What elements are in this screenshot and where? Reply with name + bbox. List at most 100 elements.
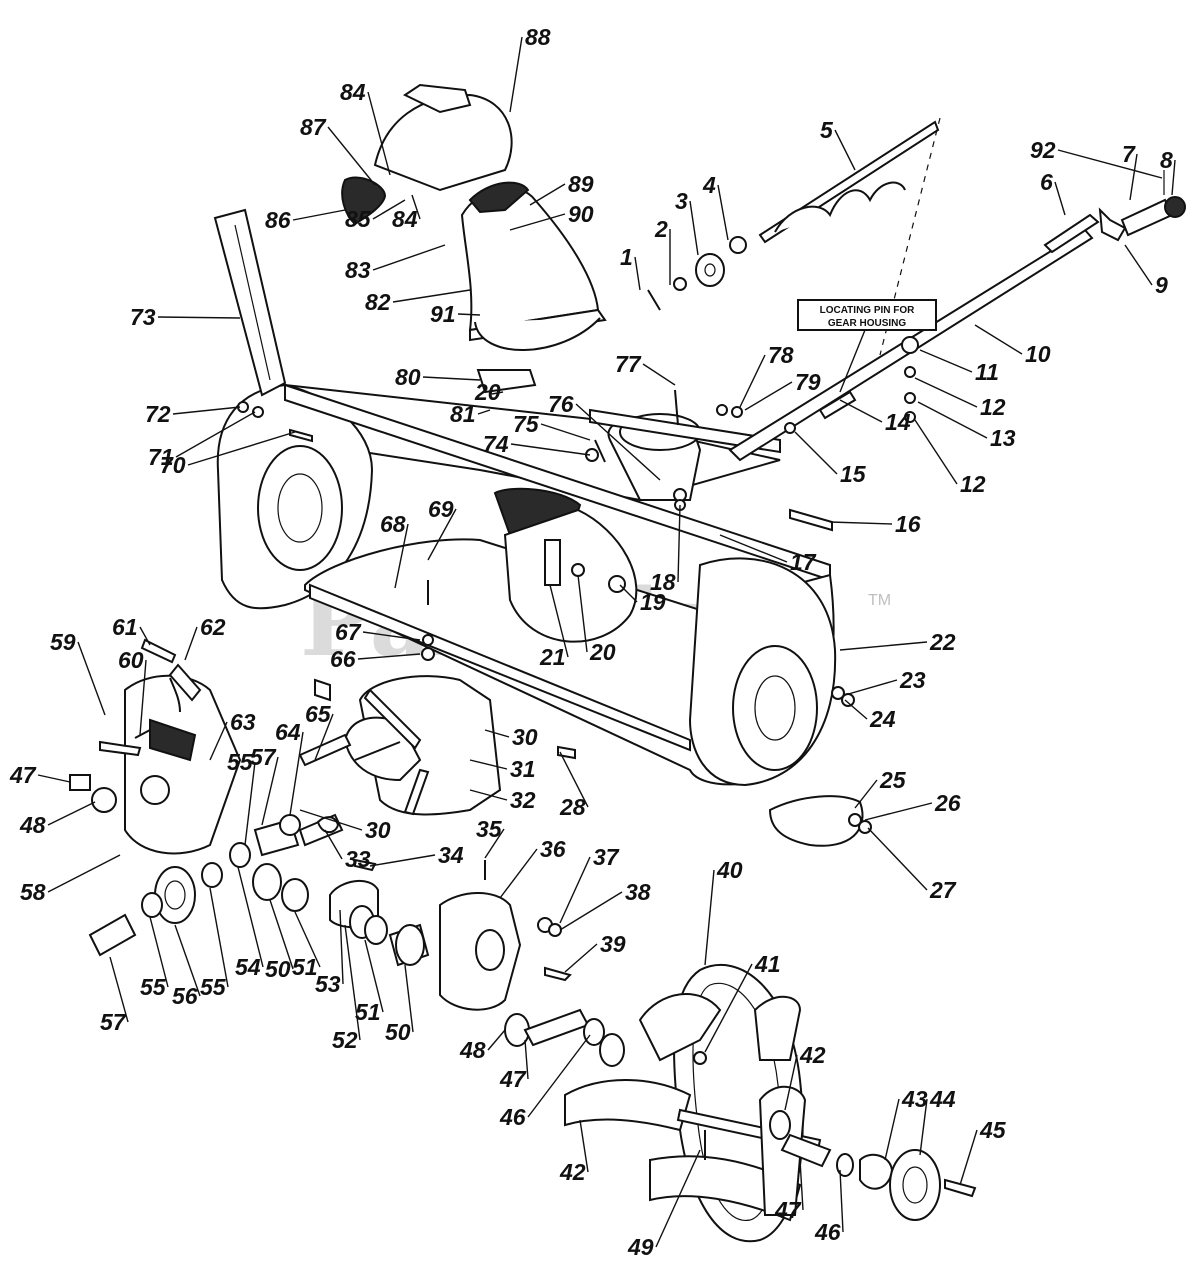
- callout-64: 64: [275, 719, 301, 745]
- leader-c55a: [244, 761, 256, 846]
- callout-63: 63: [230, 709, 256, 735]
- callout-90: 90: [568, 201, 594, 227]
- leader-c51b: [364, 939, 384, 1013]
- callout-25: 25: [879, 767, 907, 793]
- auger-ring: [564, 964, 977, 1243]
- note-box-line1: LOCATING PIN FOR: [820, 305, 916, 316]
- callout-47: 47: [774, 1197, 802, 1223]
- leader-c41: [704, 963, 753, 1053]
- callout-89: 89: [568, 171, 594, 197]
- callout-45: 45: [979, 1117, 1007, 1143]
- leader-c13: [917, 401, 988, 439]
- leader-c80: [422, 376, 481, 381]
- leader-c12a: [914, 377, 978, 408]
- impeller: [298, 675, 502, 834]
- leader-c59: [77, 641, 106, 716]
- callout-91: 91: [430, 301, 456, 327]
- callout-50: 50: [265, 956, 291, 982]
- callout-55: 55: [140, 974, 167, 1000]
- note-box: LOCATING PIN FOR GEAR HOUSING: [797, 299, 937, 393]
- leader-c19: [619, 584, 638, 603]
- leader-c14: [839, 399, 883, 423]
- leader-c4: [717, 184, 729, 241]
- auger-housing: [216, 383, 837, 787]
- leader-c5: [834, 129, 856, 171]
- leader-c9: [1124, 244, 1153, 286]
- callout-50: 50: [385, 1019, 411, 1045]
- leader-c30b: [299, 809, 363, 831]
- callout-85: 85: [345, 206, 372, 232]
- leader-c50a: [269, 899, 294, 970]
- leader-c55b: [149, 916, 169, 988]
- callout-51: 51: [292, 954, 318, 980]
- callout-15: 15: [840, 461, 867, 487]
- leader-c46b: [839, 1169, 844, 1233]
- leader-c47a: [37, 774, 71, 783]
- callout-55: 55: [227, 749, 254, 775]
- leader-c54: [237, 866, 264, 968]
- chute-crank-bracket: [213, 208, 287, 397]
- callout-12: 12: [980, 394, 1006, 420]
- leader-c7: [1129, 153, 1138, 201]
- callout-53: 53: [315, 971, 341, 997]
- leader-c57a: [261, 756, 279, 826]
- leader-c32: [469, 789, 508, 801]
- leader-c67: [362, 631, 421, 641]
- callout-69: 69: [428, 496, 454, 522]
- leader-c50b: [404, 964, 414, 1033]
- note-box-line2: GEAR HOUSING: [828, 318, 907, 329]
- callout-74: 74: [483, 431, 509, 457]
- leader-c76: [575, 403, 661, 481]
- leader-c53: [339, 909, 344, 985]
- callout-9: 9: [1155, 272, 1168, 298]
- leader-c92: [1057, 149, 1163, 179]
- callout-42: 42: [559, 1159, 586, 1185]
- callout-76: 76: [548, 391, 574, 417]
- callout-92: 92: [1030, 137, 1056, 163]
- leader-c55c: [209, 887, 229, 988]
- callout-46: 46: [814, 1219, 841, 1245]
- leader-c85: [372, 199, 406, 220]
- leader-c89: [529, 183, 566, 206]
- callout-66: 66: [330, 646, 356, 672]
- leader-c45: [959, 1129, 978, 1186]
- leader-c82: [392, 289, 471, 303]
- crank-rod-assembly: [728, 117, 1186, 462]
- callout-22: 22: [929, 629, 956, 655]
- callout-31: 31: [510, 756, 536, 782]
- leader-c71: [175, 411, 256, 458]
- leader-c3: [689, 200, 699, 256]
- callout-16: 16: [895, 511, 921, 537]
- leader-c48a: [47, 801, 96, 826]
- leader-c73: [157, 316, 241, 319]
- leader-c43: [884, 1098, 900, 1161]
- leader-c70: [187, 431, 296, 466]
- callout-19: 19: [640, 589, 666, 615]
- callout-20: 20: [474, 379, 501, 405]
- leader-c18: [677, 504, 681, 583]
- callout-49: 49: [627, 1234, 654, 1260]
- callout-52: 52: [332, 1027, 358, 1053]
- callout-46: 46: [499, 1104, 526, 1130]
- callout-48: 48: [19, 812, 46, 838]
- callout-48: 48: [459, 1037, 486, 1063]
- leader-c90: [509, 213, 566, 231]
- leader-c34: [369, 854, 436, 867]
- leader-c16: [829, 521, 893, 525]
- callout-62: 62: [200, 614, 226, 640]
- callout-65: 65: [305, 701, 332, 727]
- callout-82: 82: [365, 289, 391, 315]
- leader-c15: [794, 431, 838, 475]
- leader-c42a: [784, 1054, 798, 1111]
- leader-c51a: [294, 911, 321, 968]
- callout-32: 32: [510, 787, 536, 813]
- callout-20: 20: [589, 639, 616, 665]
- leader-c10: [974, 324, 1023, 355]
- callout-6: 6: [1040, 169, 1053, 195]
- callout-38: 38: [625, 879, 651, 905]
- callout-12: 12: [960, 471, 986, 497]
- callout-87: 87: [300, 114, 327, 140]
- callout-59: 59: [50, 629, 76, 655]
- leader-c1: [634, 256, 641, 291]
- leader-c23: [844, 679, 898, 696]
